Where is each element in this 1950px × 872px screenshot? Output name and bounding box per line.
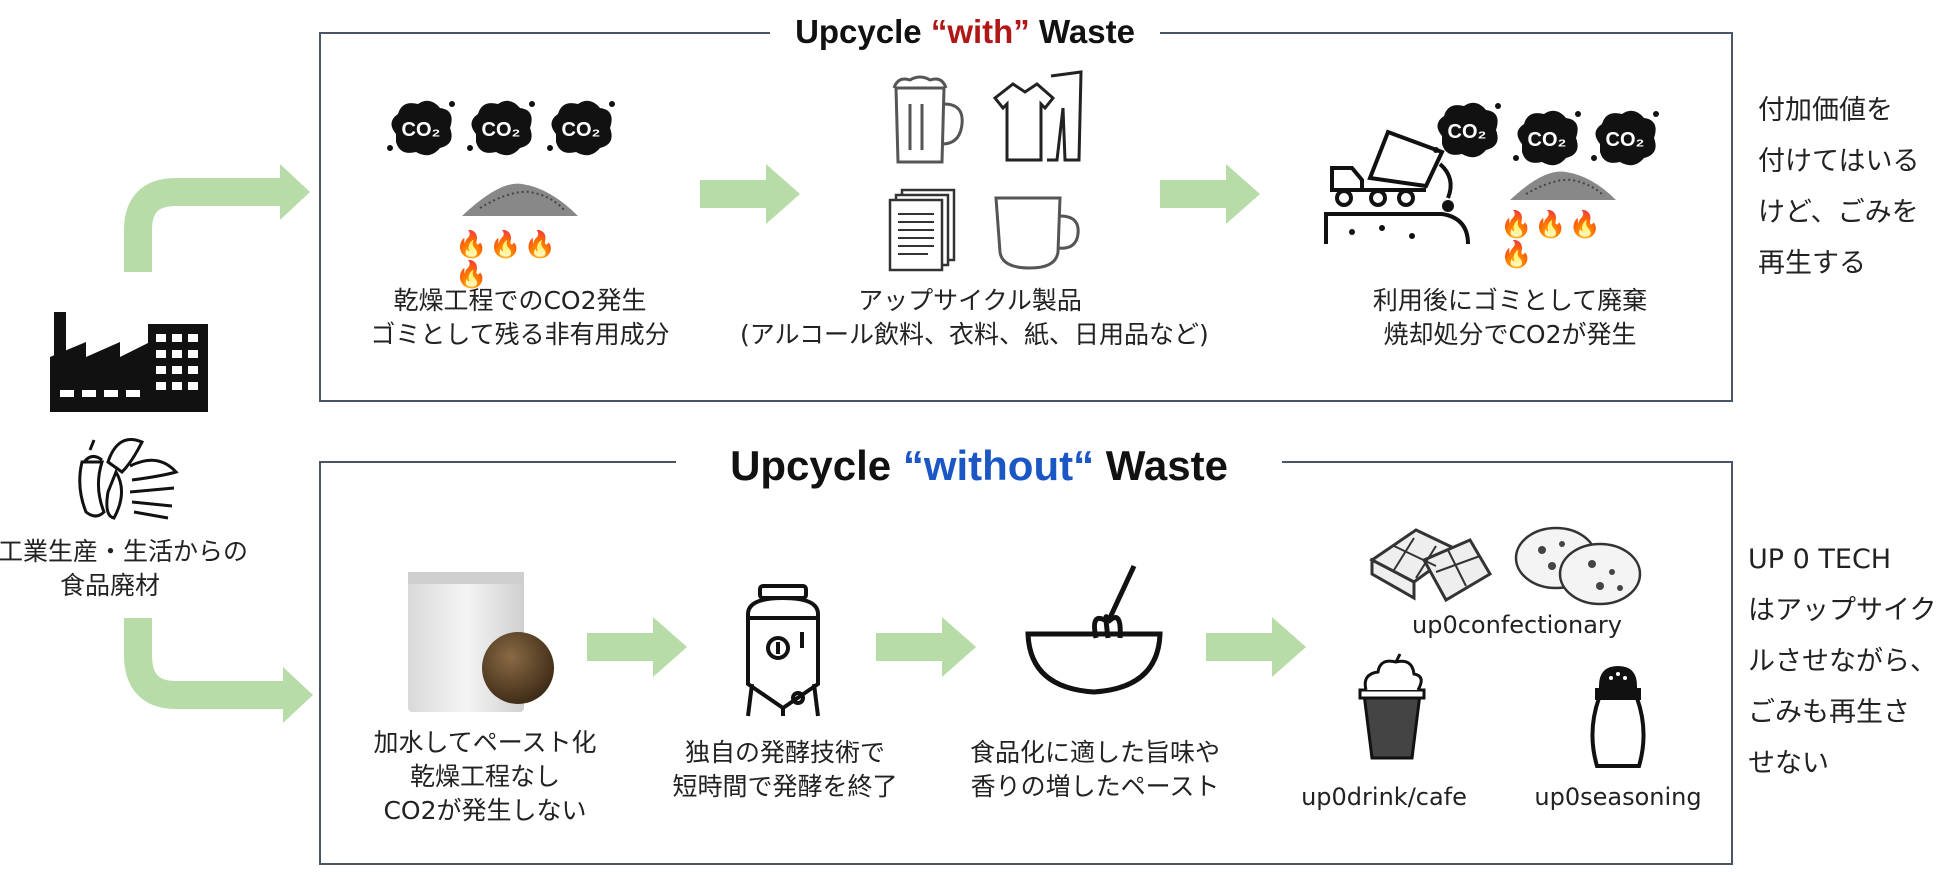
without-waste-panel	[319, 461, 1733, 865]
title-suffix: Waste	[1029, 13, 1135, 50]
title-prefix: Upcycle	[730, 442, 903, 489]
ash-pile-icon	[1510, 171, 1616, 200]
fermenter-tank-icon	[746, 584, 820, 717]
arrow-down-to-without	[124, 618, 313, 723]
co2-text: CO₂	[482, 119, 521, 141]
title-quote: “	[930, 13, 948, 50]
mixing-bowl-icon	[1025, 564, 1163, 695]
with-step1-line1: 乾燥工程でのCO2発生	[393, 286, 647, 315]
co2-cloud-icon: CO₂	[1513, 110, 1581, 166]
cookies-icon	[1514, 526, 1642, 606]
factory-icon	[50, 312, 208, 412]
co2-text: CO₂	[562, 119, 601, 141]
co2-cloud-icon: CO₂	[1591, 110, 1659, 166]
side-note-line: UP 0 TECH	[1748, 544, 1892, 575]
arrow-right-icon	[700, 164, 800, 224]
product-drink-label: up0drink/cafe	[1301, 783, 1467, 811]
title-quote: “	[1073, 442, 1095, 489]
fire-icon: 🔥	[455, 260, 490, 290]
side-note-line: けど、ごみを	[1758, 197, 1919, 228]
beer-mug-icon	[892, 75, 964, 164]
without-step2-line1: 独自の発酵技術で	[684, 738, 885, 767]
product-confectionary-label: up0confectionary	[1412, 611, 1622, 639]
food-waste-icon	[78, 438, 179, 520]
title-prefix: Upcycle	[795, 13, 931, 50]
side-note-line: 付けてはいる	[1758, 146, 1920, 177]
co2-cloud-group-2: CO₂ CO₂ CO₂	[1432, 98, 1662, 168]
pouch-icon	[408, 572, 554, 712]
ash-pile-icon	[462, 183, 578, 216]
source-label-line2: 食品廃材	[59, 571, 160, 600]
arrow-right-icon	[587, 617, 687, 677]
with-step2-line1: アップサイクル製品	[858, 286, 1082, 315]
salt-shaker-icon	[1590, 665, 1646, 768]
co2-text: CO₂	[1448, 121, 1487, 143]
with-waste-panel	[319, 32, 1733, 402]
frappe-drink-icon	[1358, 653, 1426, 760]
with-waste-title: Upcycle “with” Waste	[770, 10, 1160, 54]
side-note-line: せない	[1748, 748, 1829, 779]
dump-truck-icon	[1324, 129, 1470, 245]
chocolate-icon	[1369, 528, 1493, 603]
co2-cloud-icon: CO₂	[387, 100, 455, 156]
title-quote: “	[902, 442, 924, 489]
with-side-note: 付加価値を 付けてはいる けど、ごみを 再生する	[1758, 85, 1943, 289]
with-step1-line2: ゴミとして残る非有用成分	[370, 320, 670, 349]
co2-cloud-icon: CO₂	[547, 100, 615, 156]
without-step1-line3: CO2が発生しない	[383, 796, 587, 825]
co2-text: CO₂	[1528, 129, 1567, 151]
paper-stack-icon	[888, 188, 956, 272]
side-note-line: ルさせながら、	[1748, 646, 1937, 677]
title-suffix: Waste	[1094, 442, 1228, 489]
fire-icon: 🔥	[1534, 210, 1569, 240]
fire-icon: 🔥	[1568, 210, 1604, 240]
without-waste-title: Upcycle “without“ Waste	[676, 438, 1282, 494]
fire-icon: 🔥	[455, 230, 490, 260]
title-accent-word: with	[947, 13, 1014, 50]
fire-row: 🔥🔥🔥🔥	[1500, 210, 1630, 270]
without-side-note: UP 0 TECH はアップサイク ルさせながら、 ごみも再生さ せない	[1748, 534, 1948, 789]
co2-text: CO₂	[402, 119, 441, 141]
fire-icon: 🔥	[523, 230, 559, 260]
title-quote: ”	[1013, 13, 1030, 50]
fire-row: 🔥🔥🔥🔥	[455, 230, 585, 290]
co2-cloud-icon: CO₂	[1433, 102, 1501, 158]
product-seasoning-label: up0seasoning	[1534, 783, 1702, 811]
side-note-line: 付加価値を	[1758, 95, 1893, 126]
with-step2-line2: (アルコール飲料、衣料、紙、日用品など)	[740, 320, 1209, 349]
with-step3-line1: 利用後にゴミとして廃棄	[1372, 286, 1648, 315]
title-accent-word: without	[923, 442, 1074, 489]
fire-icon: 🔥	[489, 230, 524, 260]
side-note-line: はアップサイク	[1748, 595, 1937, 626]
co2-text: CO₂	[1606, 129, 1645, 151]
side-note-line: ごみも再生さ	[1748, 697, 1910, 728]
arrow-right-icon	[1160, 164, 1260, 224]
source-label-line1: 工業生産・生活からの	[0, 537, 249, 566]
arrow-right-icon	[1206, 617, 1306, 677]
co2-cloud-group-1: CO₂ CO₂ CO₂	[386, 96, 616, 166]
without-step3-line1: 食品化に適した旨味や	[969, 738, 1220, 767]
source-block: 工業生産・生活からの 食品廃材	[0, 300, 248, 600]
side-note-line: 再生する	[1758, 248, 1866, 279]
cup-icon	[994, 196, 1080, 270]
without-step1-line2: 乾燥工程なし	[409, 762, 560, 791]
co2-cloud-icon: CO₂	[467, 100, 535, 156]
without-step3-line2: 香りの増したペースト	[970, 772, 1220, 801]
without-step1-line1: 加水してペースト化	[373, 728, 597, 757]
arrow-right-icon	[876, 617, 976, 677]
clothing-icon	[992, 70, 1083, 162]
fire-icon: 🔥	[1500, 210, 1535, 240]
with-step3-line2: 焼却処分でCO2が発生	[1383, 320, 1637, 349]
without-step2-line2: 短時間で発酵を終了	[672, 772, 898, 801]
arrow-up-to-with	[124, 164, 310, 272]
fire-icon: 🔥	[1500, 240, 1535, 270]
